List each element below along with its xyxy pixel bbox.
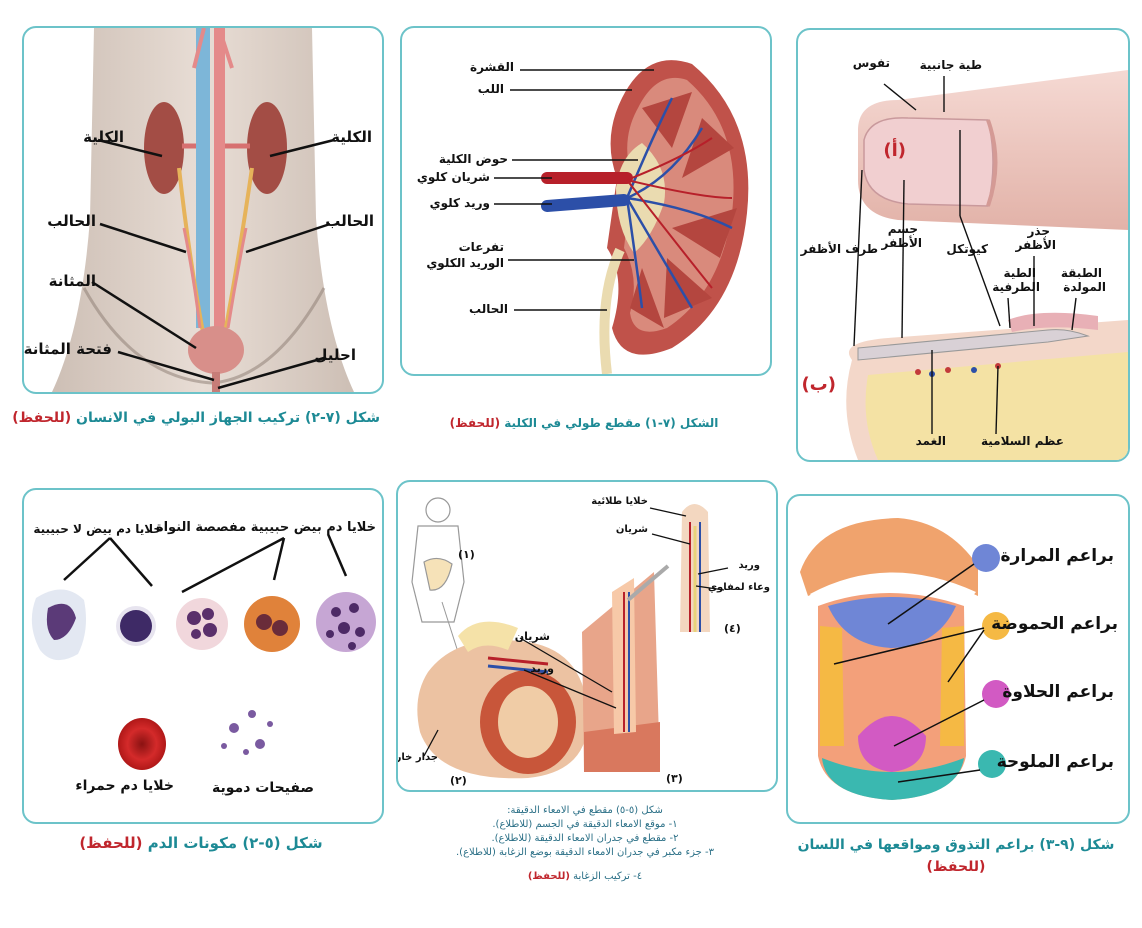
label-phalanx: عظم السلامية xyxy=(981,434,1064,448)
label-renal-artery: شريان كلوي xyxy=(417,170,490,184)
label-rbc: خلايا دم حمراء xyxy=(75,778,174,794)
label-vein: وريد xyxy=(530,662,554,675)
intestine-note-3: ٢- مقطع في جدران الامعاء الدقيقة (للاطلا… xyxy=(396,832,774,846)
tongue-illustration xyxy=(788,496,1128,822)
figure-number-3: (٣) xyxy=(666,772,683,785)
label-matrix-1: الطبقة xyxy=(1061,266,1102,280)
urinary-caption-text: شكل (٧-٢) تركيب الجهاز البولي في الانسان xyxy=(76,410,380,426)
urinary-illustration xyxy=(24,28,382,392)
intestine-memorize: (للحفظ) xyxy=(528,871,570,882)
label-root-1: جذر xyxy=(1028,224,1051,238)
label-bladder-opening: فتحة المثانة xyxy=(24,340,112,358)
basophil-cell xyxy=(316,592,376,652)
label-cortex: القشرة xyxy=(470,60,514,74)
intestine-note-villus: ٤- تركيب الزغابة xyxy=(573,871,642,882)
label-artery-top: شريان xyxy=(616,524,648,535)
label-platelets: صفيحات دموية xyxy=(212,780,314,796)
label-eponychium-2: الطرفية xyxy=(992,280,1040,294)
right-kidney xyxy=(247,102,287,194)
label-sour: براعم الحموضة xyxy=(991,614,1118,634)
vena-cava xyxy=(196,28,210,328)
urinary-panel: الكلية الكلية الحالب الحالب المثانة فتحة… xyxy=(22,26,384,394)
label-free-edge: طرف الأظفر xyxy=(801,242,878,256)
tongue-panel: براعم المرارة براعم الحموضة براعم الحلاو… xyxy=(786,494,1130,824)
label-lateral-fold: طية جانبية xyxy=(920,58,982,72)
kidney-panel: القشرة اللب حوض الكلية شريان كلوي وريد ك… xyxy=(400,26,772,376)
body-outline xyxy=(412,498,464,622)
tongue-caption-text: شكل (٩-٣) براعم التذوق ومواقعها في اللسا… xyxy=(786,834,1126,856)
blood-panel: خلايا دم بيض لا حبيبية خلايا دم بيض حبيب… xyxy=(22,488,384,824)
label-letter-b: (ب) xyxy=(801,374,836,395)
label-lymph: وعاء لمفاوي xyxy=(708,582,770,593)
intestine-note-2: ١- موقع الامعاء الدقيقة في الجسم (للاطلا… xyxy=(396,818,774,832)
label-sweet: براعم الحلاوة xyxy=(1002,682,1114,702)
label-bladder: المثانة xyxy=(49,272,96,290)
monocyte-cell xyxy=(32,589,86,660)
label-ureter-right: الحالب xyxy=(325,212,374,230)
label-renal-vein: وريد كلوي xyxy=(430,196,490,210)
label-letter-a: (أ) xyxy=(883,140,906,161)
eosinophil-cell xyxy=(244,596,300,652)
label-vein-top: وريد xyxy=(738,560,760,571)
label-ureter-left: الحالب xyxy=(47,212,96,230)
platelet-cluster xyxy=(221,710,273,755)
blood-caption-text: شكل (٥-٢) مكونات الدم xyxy=(148,834,323,852)
intestine-note-villus-row: ٤- تركيب الزغابة (للحفظ) xyxy=(396,870,774,884)
label-kidney-left: الكلية xyxy=(83,128,124,146)
sour-zone-right xyxy=(940,626,964,746)
label-epithelial: خلايا طلائية xyxy=(591,496,648,507)
intestine-illustration xyxy=(398,482,776,790)
label-eponychium-1: الطية xyxy=(1004,266,1036,280)
nail-plate xyxy=(864,118,993,206)
figure-number-1: (١) xyxy=(458,548,475,561)
label-body-2: الأظفر xyxy=(882,236,922,250)
nail-panel: (أ) (ب) تفوس طية جانبية طرف الأظفر جسم ا… xyxy=(796,28,1130,462)
label-urethra: احليل xyxy=(314,346,356,364)
label-matrix-2: المولدة xyxy=(1063,280,1106,294)
kidney-memorize: (للحفظ) xyxy=(450,416,501,430)
label-kidney-right: الكلية xyxy=(331,128,372,146)
label-medulla: اللب xyxy=(478,82,504,96)
label-salty: براعم الملوحة xyxy=(997,752,1114,772)
neutrophil-cell xyxy=(176,598,228,650)
red-blood-cell xyxy=(118,718,166,770)
label-pelvis: حوض الكلية xyxy=(439,152,508,166)
figure-number-2: (٢) xyxy=(450,774,467,787)
tongue-memorize: (للحفظ) xyxy=(786,856,1126,878)
intestine-panel: (١) (٢) (٣) (٤) خلايا طلائية شريان وريد … xyxy=(396,480,778,792)
label-vein-branches-1: تفرعات xyxy=(459,240,504,254)
label-artery: شريان xyxy=(515,630,550,643)
label-granular: خلايا دم بيض حبيبية مفصصة النواة xyxy=(156,520,376,535)
tongue-caption: شكل (٩-٣) براعم التذوق ومواقعها في اللسا… xyxy=(786,834,1126,878)
label-agranular: خلايا دم بيض لا حبيبية xyxy=(33,522,162,536)
bladder-shape xyxy=(188,326,244,374)
intestine-notes: شكل (٥-٥) مقطع في الامعاء الدقيقة: ١- مو… xyxy=(396,804,774,884)
label-nail-bed: الغمد xyxy=(916,434,946,448)
intestine-note-1: شكل (٥-٥) مقطع في الامعاء الدقيقة: xyxy=(396,804,774,818)
blood-memorize: (للحفظ) xyxy=(79,834,142,852)
blood-illustration xyxy=(24,490,382,822)
bitter-dot xyxy=(972,544,1000,572)
label-root-2: الأظفر xyxy=(1016,238,1056,252)
urinary-memorize: (للحفظ) xyxy=(12,410,71,426)
figure-number-4: (٤) xyxy=(724,622,741,635)
left-kidney xyxy=(144,102,184,194)
blood-caption: شكل (٥-٢) مكونات الدم (للحفظ) xyxy=(22,834,380,852)
label-vein-branches-2: الوريد الكلوي xyxy=(426,256,504,270)
label-bitter: براعم المرارة xyxy=(1001,546,1114,566)
label-body-1: جسم xyxy=(888,222,918,236)
urinary-caption: شكل (٧-٢) تركيب الجهاز البولي في الانسان… xyxy=(22,410,380,426)
kidney-caption-text: الشكل (٧-١) مقطع طولي في الكلية xyxy=(504,416,718,430)
label-cuticle: كيوتكل xyxy=(946,242,988,256)
aorta xyxy=(214,28,225,328)
kidney-caption: الشكل (٧-١) مقطع طولي في الكلية (للحفظ) xyxy=(400,416,768,430)
label-outer-wall: جدار خارجي xyxy=(396,752,438,763)
intestine-note-4: ٣- جزء مكبر في جدران الامعاء الدقيقة بوض… xyxy=(396,846,774,860)
label-ureter: الحالب xyxy=(469,302,508,316)
renal-vein-shape xyxy=(547,200,624,206)
sour-zone-left xyxy=(820,626,844,746)
label-furrow: تفوس xyxy=(853,56,890,70)
